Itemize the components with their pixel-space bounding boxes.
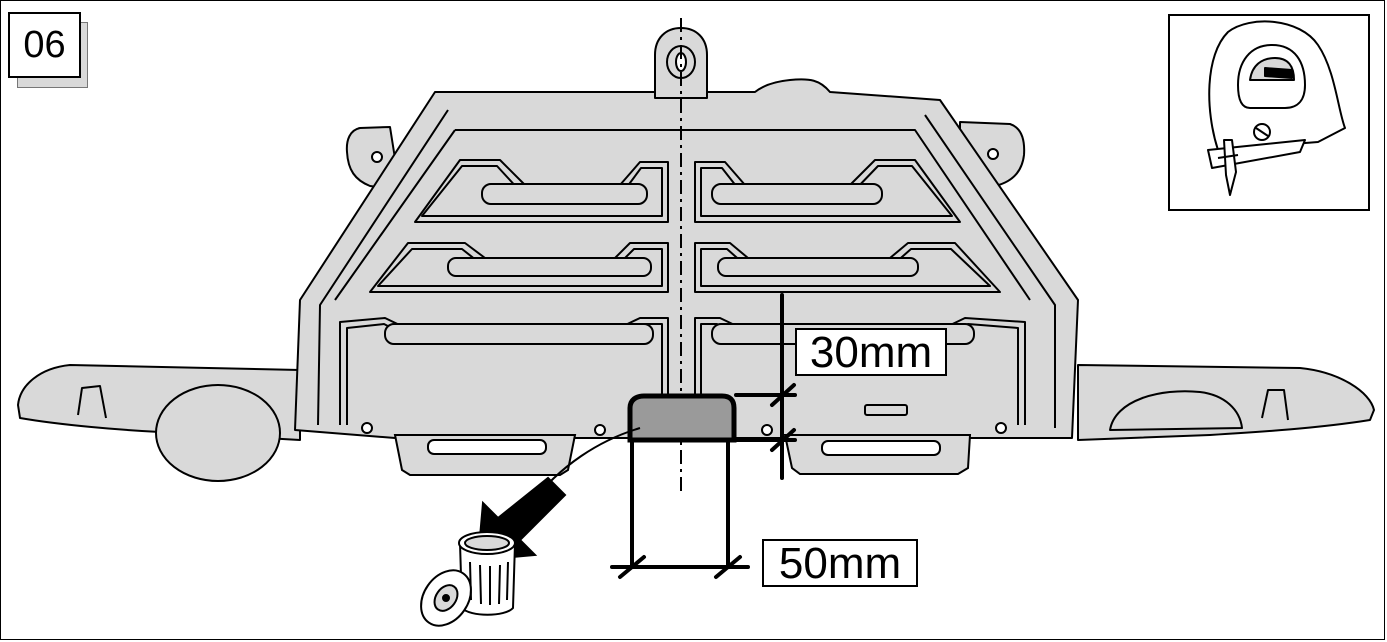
trash-can-icon — [420, 531, 516, 627]
mount-hole-3 — [761, 424, 773, 436]
rib-right-1-slot — [711, 183, 883, 205]
mount-hole-2 — [594, 424, 606, 436]
width-dimension-label: 50mm — [762, 539, 918, 587]
lower-right-slot — [821, 440, 941, 456]
rib-left-1-slot — [481, 183, 648, 205]
rib-left-3-slot — [384, 323, 654, 345]
step-number: 06 — [8, 12, 81, 78]
cut-out-area — [627, 393, 737, 443]
body-inner-outline — [317, 109, 1056, 428]
height-tick-bottom — [770, 428, 796, 452]
right-wing-hub — [1109, 390, 1243, 431]
right-tab-hole — [987, 148, 999, 160]
body-inner-panel — [334, 129, 1031, 301]
width-tick-right — [714, 555, 742, 579]
width-tick-left — [618, 555, 646, 579]
rib-right-1-inner — [700, 165, 953, 217]
mount-hole-1 — [361, 422, 373, 434]
mount-hole-4 — [995, 422, 1007, 434]
height-dimension-label: 30mm — [795, 328, 947, 376]
tool-panel — [1168, 14, 1370, 211]
rib-left-2-slot — [447, 257, 652, 277]
height-tick-top — [770, 383, 796, 407]
right-wing-slot — [1261, 389, 1289, 421]
body-small-slot — [864, 404, 908, 416]
step-badge: 06 — [8, 12, 88, 88]
left-wing-slot — [77, 385, 107, 419]
lower-left-slot — [427, 439, 547, 455]
rib-right-2-slot — [717, 257, 919, 277]
rib-right-2 — [694, 242, 1001, 293]
rib-right-1 — [694, 159, 961, 223]
left-tab-hole — [371, 151, 383, 163]
left-wheel-hub — [155, 384, 281, 482]
rib-right-2-inner — [700, 248, 991, 287]
